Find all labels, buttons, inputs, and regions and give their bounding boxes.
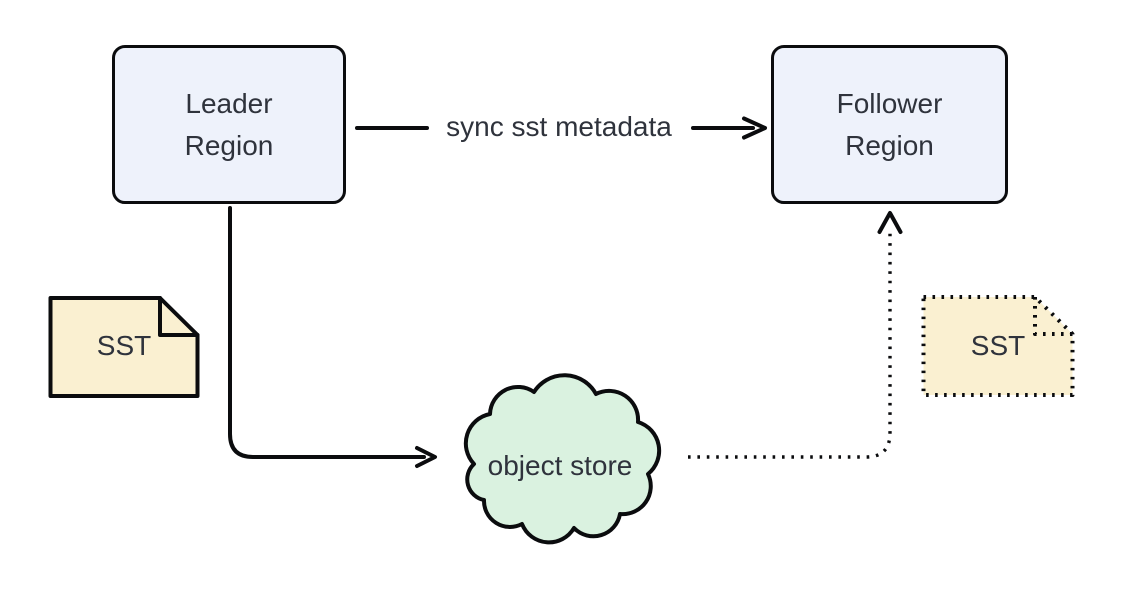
follower-region-label: Follower Region [836,87,943,161]
folded-corner-icon [1033,297,1073,336]
edge-object-store-to-follower [688,211,903,459]
arrowhead-up-icon [877,211,903,234]
arrowhead-right-icon [415,446,437,468]
sst-document-left [48,296,200,398]
leader-region-node: Leader Region [112,45,346,204]
edge-label-sync-sst-metadata: sync sst metadata [446,111,672,142]
edge-fetch-line [688,232,892,459]
edge-leader-to-object-store [228,206,437,468]
cloud-shape [463,373,662,545]
folded-corner-icon [158,296,200,337]
edge-upload-line [228,206,426,459]
object-store-cloud [463,373,662,545]
edge-sync-sst-metadata [355,116,767,140]
sst-left-label: SST [96,330,152,361]
leader-region-label: Leader Region [184,87,274,161]
arrowhead-right-icon [742,116,767,140]
follower-region-node: Follower Region [771,45,1008,204]
object-store-label: object store [487,450,633,481]
document-shape [921,295,1075,397]
sst-document-right [921,295,1075,397]
sst-right-label: SST [970,330,1026,361]
